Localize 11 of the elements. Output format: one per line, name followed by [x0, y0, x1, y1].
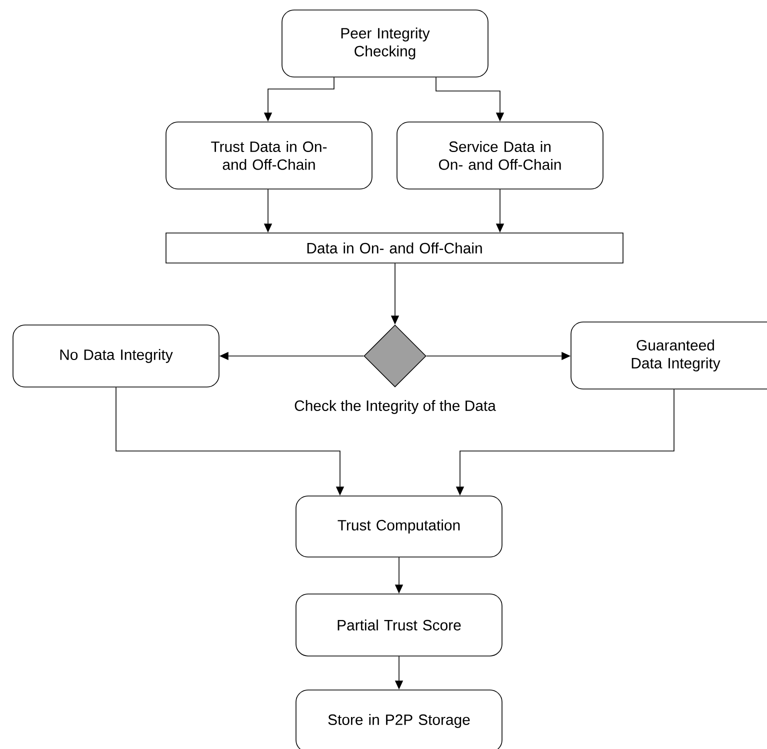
- data-bar: Data in On- and Off-Chain: [166, 232, 624, 264]
- process-box: Service Data in On- and Off-Chain: [396, 122, 604, 190]
- process-box: Store in P2P Storage: [296, 690, 502, 749]
- node-caption: Check the Integrity of the Data: [294, 400, 496, 414]
- decision-diamond: [364, 324, 426, 388]
- process-box: Partial Trust Score: [296, 594, 502, 656]
- process-box: No Data Integrity: [12, 324, 220, 388]
- process-box: Peer Integrity Checking: [282, 10, 488, 78]
- process-box: Guaranteed Data Integrity: [570, 322, 767, 390]
- process-box: Trust Data in On- and Off-Chain: [166, 122, 372, 190]
- process-box: Trust Computation: [296, 496, 502, 558]
